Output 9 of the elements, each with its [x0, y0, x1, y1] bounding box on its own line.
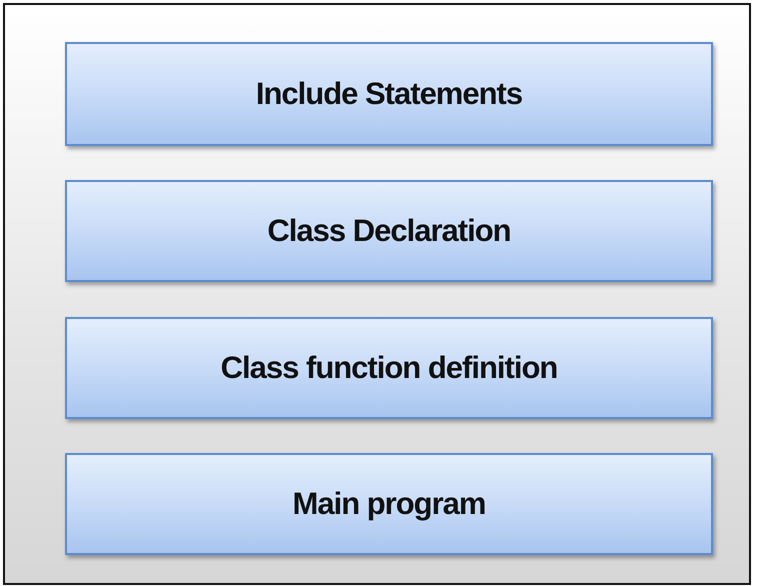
frame-box — [3, 3, 751, 585]
box-label: Main program — [292, 486, 486, 522]
box-label: Include Statements — [256, 76, 522, 112]
box-label: Class function definition — [220, 350, 558, 386]
section-box — [65, 180, 713, 282]
section-box — [65, 317, 713, 419]
box-label: Class Declaration — [267, 213, 511, 249]
section-box — [65, 42, 713, 146]
section-box — [65, 453, 713, 555]
